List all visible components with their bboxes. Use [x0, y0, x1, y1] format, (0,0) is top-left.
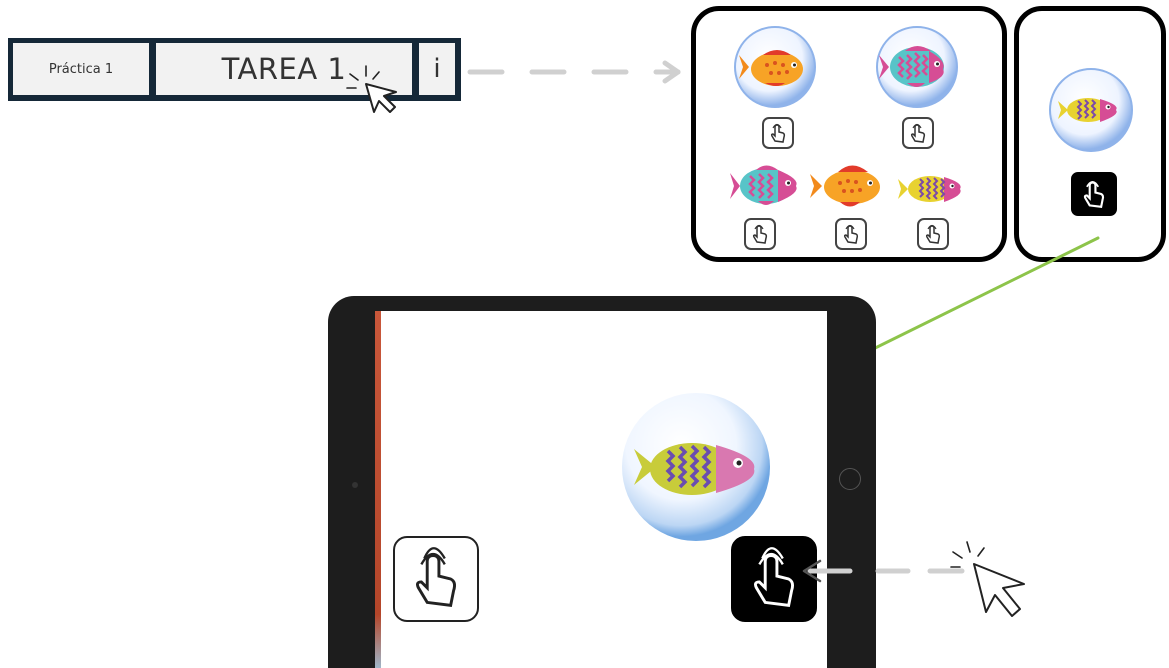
info-button[interactable]: i	[419, 43, 455, 95]
tap-hand-icon	[910, 123, 926, 143]
orange-fish[interactable]	[810, 161, 890, 211]
tap-hand-icon	[770, 123, 786, 143]
tap-hand-icon	[752, 224, 768, 244]
yellow-fish[interactable]	[898, 169, 968, 209]
practice-label: Práctica 1	[48, 61, 114, 77]
tablet-camera	[352, 482, 358, 488]
tap-button-pink-fish[interactable]	[744, 218, 776, 250]
options-card	[691, 6, 1007, 262]
dashed-arrow-to-tap	[802, 559, 965, 583]
pink-fish[interactable]	[730, 161, 806, 211]
tablet-screen	[375, 311, 827, 668]
dashed-arrow-to-options	[467, 60, 681, 84]
bubble-orange-fish[interactable]	[733, 25, 817, 109]
screen-edge	[375, 311, 381, 668]
info-label: i	[433, 54, 441, 84]
bubble-yellow-fish[interactable]	[1048, 67, 1134, 153]
home-button[interactable]	[839, 468, 861, 490]
practice-button[interactable]: Práctica 1	[13, 43, 149, 95]
bubble-pink-fish[interactable]	[875, 25, 959, 109]
tap-button-target[interactable]	[1071, 172, 1117, 216]
tap-button-pink[interactable]	[902, 117, 934, 149]
tap-hand-icon	[754, 547, 794, 607]
tap-button-left[interactable]	[393, 536, 479, 622]
bubble-fish-large[interactable]	[620, 391, 772, 543]
tap-button-right[interactable]	[731, 536, 817, 622]
tap-button-yellow-fish[interactable]	[917, 218, 949, 250]
tap-hand-icon	[925, 224, 941, 244]
task-label: TAREA 1	[221, 52, 347, 86]
tablet-device	[328, 296, 876, 668]
mouse-pointer-icon	[950, 541, 1025, 617]
tap-hand-icon	[1083, 181, 1105, 209]
task-button[interactable]: TAREA 1	[156, 43, 412, 95]
menu-bar: Práctica 1 TAREA 1 i	[8, 38, 461, 101]
mouse-pointer-icon	[346, 65, 397, 113]
tap-button-orange[interactable]	[762, 117, 794, 149]
tap-hand-icon	[843, 224, 859, 244]
tap-hand-icon	[416, 547, 456, 607]
target-card	[1014, 6, 1166, 262]
tap-button-orange-fish[interactable]	[835, 218, 867, 250]
